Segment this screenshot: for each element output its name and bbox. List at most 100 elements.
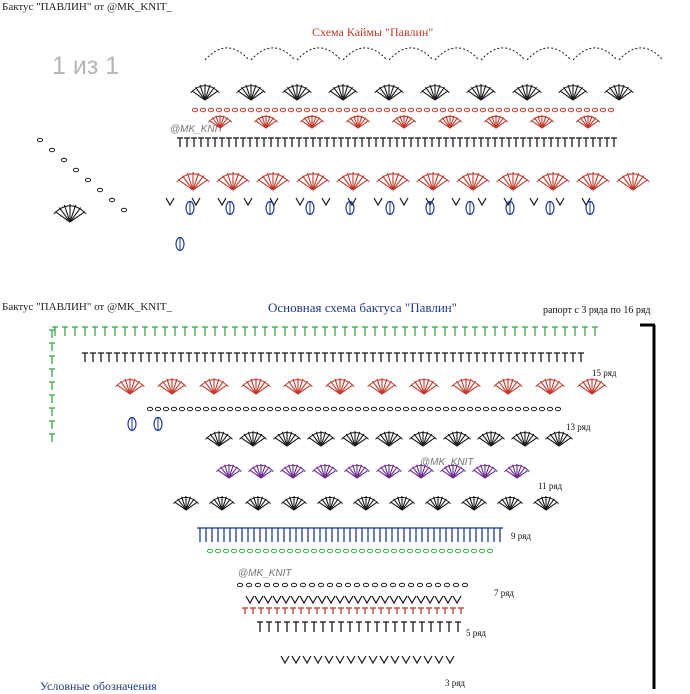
stitch-fan-spoke: [293, 501, 306, 511]
stitch-chain: [399, 107, 407, 113]
stitch-chain: [567, 107, 575, 113]
stitch-fan-spoke: [536, 384, 551, 395]
stitch-fan-spoke: [324, 466, 334, 479]
stitch-fan-spoke: [274, 436, 288, 447]
stitch-fan-spoke: [181, 175, 194, 191]
stitch-chain: [416, 582, 424, 588]
stitch-v: [324, 655, 334, 665]
stitch-chain: [344, 582, 352, 588]
stitch-fan-spoke: [333, 86, 344, 101]
stitch-chain: [322, 406, 330, 412]
stitch-chain: [430, 548, 438, 554]
stitch-fan-spoke: [592, 179, 609, 191]
stitch-fan-spoke: [250, 84, 257, 101]
stitch-chain: [223, 107, 231, 113]
stitch-fan-arc: [577, 379, 607, 388]
stitch-fan-spoke: [512, 464, 518, 479]
stitch-fan-arc: [256, 173, 290, 183]
stitch-fan-spoke: [186, 172, 194, 191]
stitch-fan-spoke: [473, 469, 486, 479]
stitch-fan-spoke: [495, 115, 501, 129]
stitch-chain: [314, 406, 322, 412]
stitch-fan-spoke: [421, 175, 434, 191]
stitch-fan-spoke: [124, 378, 131, 395]
stitch-chain: [270, 548, 278, 554]
stitch-fan-spoke: [413, 433, 424, 447]
stitch-fan-arc: [239, 432, 267, 440]
stitch-chain: [383, 107, 391, 113]
stitch-fan-arc: [409, 432, 437, 440]
stitch-chain: [255, 107, 263, 113]
stitch-v: [412, 655, 422, 665]
stitch-fan-spoke: [329, 498, 339, 511]
stitch-chain: [446, 548, 454, 554]
stitch-fan-arc: [216, 464, 242, 473]
stitch-fan-spoke: [306, 172, 314, 191]
stitch-fan-spoke: [393, 498, 403, 511]
stitch-v: [280, 655, 290, 665]
stitch-fan-spoke: [423, 380, 434, 395]
stitch-fan-spoke: [509, 498, 519, 511]
stitch-fan-spoke: [301, 175, 314, 191]
stitch-fan-spoke: [289, 496, 295, 511]
stitch-chain: [327, 107, 335, 113]
stitch-chain: [254, 548, 262, 554]
stitch-fan-spoke: [312, 175, 325, 191]
stitch-fan-spoke: [541, 117, 551, 129]
stitch-chain: [490, 406, 498, 412]
stitch-fan-arc: [216, 173, 250, 183]
stitch-fan-spoke: [541, 175, 554, 191]
stitch-fan-arc: [512, 85, 542, 94]
stitch-chain: [202, 406, 210, 412]
stitch-fan-spoke: [185, 496, 191, 511]
stitch-fan-spoke: [265, 117, 275, 129]
stitch-fan-spoke: [507, 378, 514, 395]
stitch-fan-spoke: [69, 204, 77, 223]
stitch-fan-spoke: [357, 115, 363, 129]
stitch-fan-spoke: [498, 380, 509, 395]
stitch-fan-spoke: [250, 86, 261, 101]
stitch-fan-arc: [296, 173, 330, 183]
stitch-fan-spoke: [171, 380, 182, 395]
stitch-fan-arc: [425, 496, 451, 505]
stitch-fan-spoke: [531, 120, 543, 129]
stitch-fan-spoke: [292, 464, 298, 479]
stitch-fan-spoke: [286, 431, 293, 447]
stitch-chain: [522, 406, 530, 412]
stitch-fan-spoke: [255, 380, 266, 395]
stitch-fan-spoke: [204, 380, 215, 395]
stitch-fan-spoke: [449, 120, 461, 129]
stitch-chain: [559, 107, 567, 113]
stitch-fan-spoke: [247, 431, 254, 447]
stitch-chain: [398, 582, 406, 588]
stitch-fan-spoke: [498, 501, 511, 511]
stitch-chain: [274, 406, 282, 412]
stitch-fan-spoke: [296, 84, 303, 101]
stitch-fan-spoke: [356, 464, 362, 479]
stitch-fan-spoke: [354, 501, 367, 511]
stitch-fan-spoke: [524, 431, 531, 447]
stitch-fan-spoke: [288, 380, 299, 395]
stitch-fan-spoke: [213, 378, 220, 395]
stitch-chain: [238, 548, 246, 554]
stitch-fan-arc: [529, 115, 555, 123]
stitch-fan-arc: [205, 432, 233, 440]
stitch-chain: [607, 107, 615, 113]
stitch-fan-spoke: [515, 433, 526, 447]
stitch-chain: [194, 406, 202, 412]
stitch-chain: [318, 548, 326, 554]
stitch-fan-spoke: [613, 84, 620, 101]
stitch-fan-spoke: [246, 501, 259, 511]
stitch-fan-spoke: [379, 86, 390, 101]
stitch-v: [477, 197, 487, 207]
stitch-fan-spoke: [507, 380, 518, 395]
stitch-fan-spoke: [471, 86, 482, 101]
stitch-chain: [178, 406, 186, 412]
stitch-fan-spoke: [524, 433, 535, 447]
stitch-fan-spoke: [354, 433, 365, 447]
stitch-fan-spoke: [563, 86, 574, 101]
stitch-fan-spoke: [448, 464, 454, 479]
stitch-fan-spoke: [352, 172, 360, 191]
stitch-fan-spoke: [342, 436, 356, 447]
stitch-chain: [191, 107, 199, 113]
